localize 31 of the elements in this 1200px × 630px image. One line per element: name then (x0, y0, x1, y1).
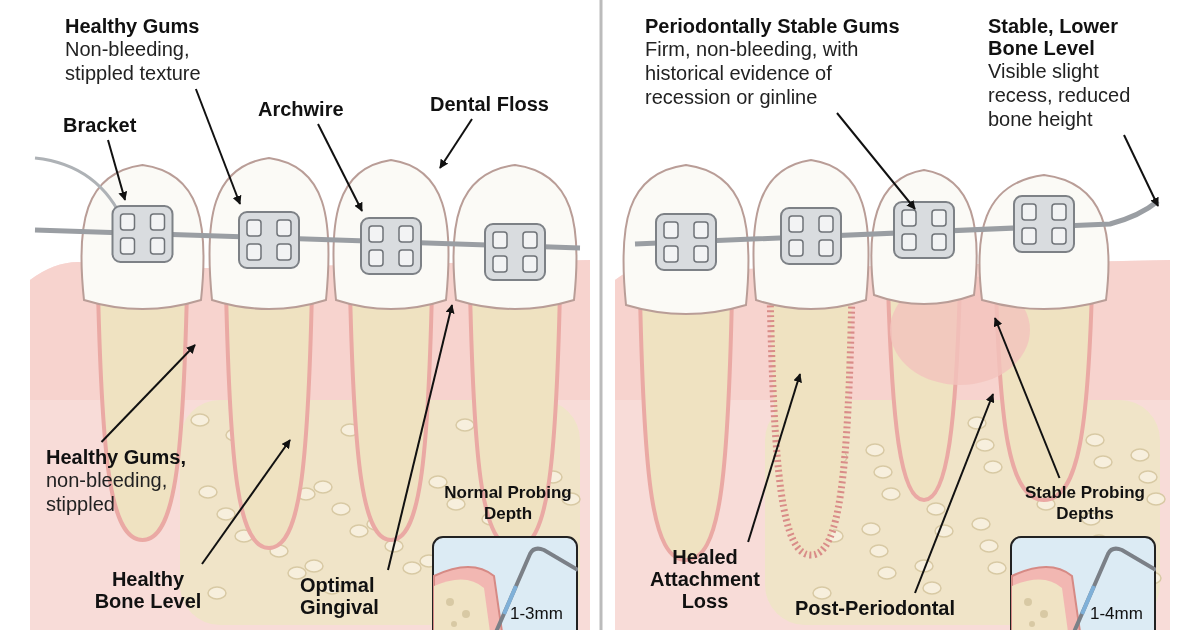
callout-heading: Healthy Gums (65, 15, 201, 37)
inset-title: Stable Probing Depths (1024, 482, 1146, 525)
inset-title: Normal Probing Depth (443, 482, 573, 525)
callout-heading: Healed Attachment Loss (649, 546, 761, 612)
callout-description: Visible slight recess, reduced bone height (988, 59, 1132, 131)
callout-heading: Healthy Gums, (46, 446, 188, 468)
leader-line (439, 118, 473, 169)
leader-line (107, 139, 128, 201)
leader-line (100, 344, 196, 443)
callout-description: non-bleeding, stippled (46, 468, 169, 516)
callout-description: Firm, non-bleeding, with historical evidence of recession or ginline (645, 37, 860, 109)
callout-heading: Stable, Lower Bone Level (988, 15, 1120, 59)
callout-heading: Archwire (258, 98, 345, 120)
callout-heading: Bracket (63, 114, 138, 136)
leader-line (836, 112, 916, 210)
callout-heading: Healthy Bone Level (93, 568, 203, 612)
callout-heading: Optimal Gingival (300, 574, 380, 618)
leader-line (747, 373, 802, 543)
leader-line (993, 317, 1061, 479)
leader-line (1123, 134, 1159, 207)
leader-line (387, 304, 455, 571)
leader-line (317, 123, 363, 212)
measurement-label: 1-3mm (510, 605, 563, 622)
callout-description: Non-bleeding, stippled texture (65, 37, 202, 85)
leader-line (194, 88, 242, 205)
callout-heading: Dental Floss (430, 93, 550, 115)
measurement-label: 1-4mm (1090, 605, 1143, 622)
callout-heading: Periodontally Stable Gums (645, 15, 901, 37)
callout-heading: Post-Periodontal (795, 597, 956, 619)
leader-line (914, 393, 995, 594)
leader-line (201, 439, 291, 565)
